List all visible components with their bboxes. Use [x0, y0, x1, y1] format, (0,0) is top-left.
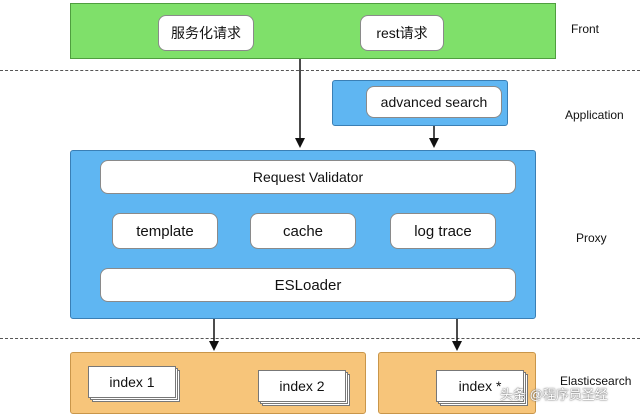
layer-label-proxy: Proxy [576, 231, 607, 245]
index-1-stack: index 1 [88, 366, 180, 402]
index-1-box: index 1 [88, 366, 176, 398]
cache-box: cache [250, 213, 356, 249]
template-box: template [112, 213, 218, 249]
watermark-text: 头条 @程序员圣经 [500, 387, 608, 402]
rest-request-box: rest请求 [360, 15, 444, 51]
index-2-box: index 2 [258, 370, 346, 402]
layer-divider [0, 338, 640, 339]
front-layer-area [70, 3, 556, 59]
index-star-box: index * [436, 370, 524, 402]
layer-label-application: Application [565, 108, 624, 122]
log-trace-box: log trace [390, 213, 496, 249]
index-2-stack: index 2 [258, 370, 350, 406]
request-validator-box: Request Validator [100, 160, 516, 194]
service-request-box: 服务化请求 [158, 15, 254, 51]
esloader-box: ESLoader [100, 268, 516, 302]
index-star-stack: index * [436, 370, 528, 406]
layer-label-elasticsearch: Elasticsearch [560, 374, 632, 388]
layer-divider [0, 70, 640, 71]
advanced-search-box: advanced search [366, 86, 502, 118]
layer-label-front: Front [571, 22, 600, 36]
